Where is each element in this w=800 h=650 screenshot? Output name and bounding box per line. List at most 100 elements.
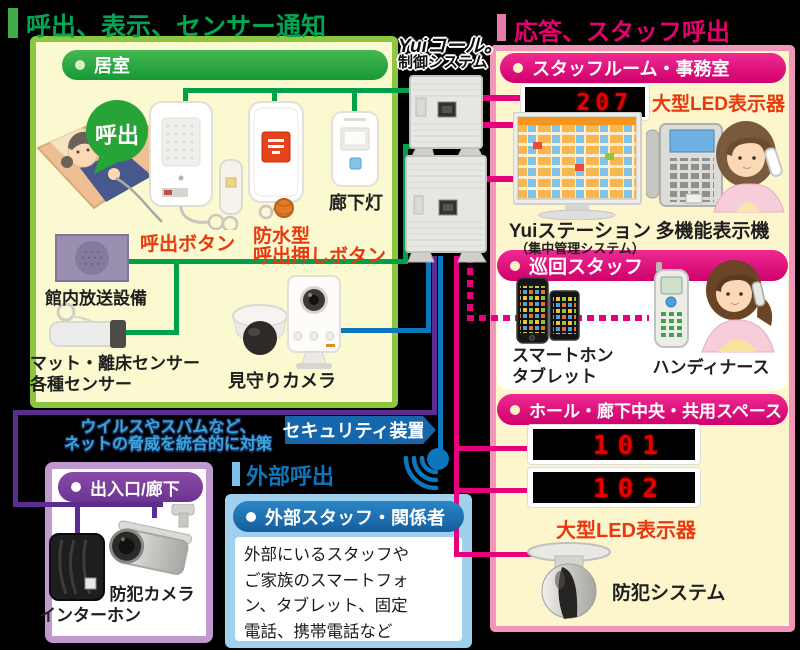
header-dot	[75, 60, 85, 70]
connector-corridorlight-drop	[352, 88, 357, 115]
header-dot	[510, 404, 520, 415]
bullet-camera-label: 防犯カメラ	[109, 585, 195, 604]
connector-hall-v	[454, 256, 459, 557]
dome-watch-camera-icon	[232, 304, 288, 355]
connector-bulletcam-drop	[152, 502, 157, 518]
mat-sensor-label-1: マット・離床センサー	[30, 354, 200, 373]
connector-waterproof-drop	[272, 88, 277, 112]
security-device-tag: セキュリティ装置	[282, 416, 436, 444]
mat-sensor-icon	[49, 302, 126, 348]
connector-led101-h	[454, 446, 528, 451]
external-description: 外部にいるスタッフや ご家族のスマートフォ ン、タブレット、固定 電話、携帯電話…	[244, 543, 456, 645]
external-description-line: ご家族のスマートフォ	[244, 571, 409, 590]
call-button-label: 呼出ボタン	[140, 234, 236, 255]
corridor-light-icon	[331, 111, 379, 187]
broadcast-speaker-icon	[55, 234, 129, 282]
mat-sensor-label-2: 各種センサー	[30, 375, 132, 394]
security-note-line2: ネットの脅威を統合的に対策	[63, 436, 272, 453]
led-101-value: 101	[593, 431, 667, 460]
external-staff-header: 外部スタッフ・関係者	[233, 501, 464, 532]
ptz-security-camera-icon	[527, 542, 611, 619]
call-bubble-label: 呼出	[94, 123, 139, 148]
left-title: 呼出、表示、センサー通知	[26, 13, 327, 41]
connector-entrance-h2	[13, 502, 163, 507]
header-dot	[510, 260, 520, 271]
hall-led-label: 大型LED表示器	[556, 520, 696, 542]
connector-call-bus	[183, 88, 413, 93]
connector-patrol-v-dashed	[467, 256, 473, 320]
yuicall-logo-line1: Yuiコール。	[398, 36, 503, 57]
external-text-box	[235, 537, 462, 641]
right-title-bar	[497, 14, 506, 41]
handy-nurse-label: ハンディナース	[652, 358, 770, 377]
control-unit-top-icon	[409, 75, 483, 157]
security-system-label: 防犯システム	[612, 583, 726, 604]
living-room-header-label: 居室	[94, 56, 130, 76]
wifi-icon	[403, 456, 439, 491]
external-title-bar	[232, 462, 240, 486]
security-device-node	[427, 448, 449, 470]
smartphone-icon	[516, 277, 549, 344]
connector-station-h2	[486, 176, 520, 182]
connector-ptz-h	[454, 552, 534, 557]
connector-led207-h	[482, 95, 524, 101]
intercom-label: インターホン	[39, 606, 141, 625]
smartphone-label-2: タブレット	[512, 367, 597, 386]
tablet-icon	[549, 290, 580, 341]
waterproof-label-1: 防水型	[253, 226, 311, 247]
connector-entrance-v2	[13, 410, 18, 507]
connector-entrance-v1	[432, 256, 437, 414]
smartphone-label-1: スマートホン	[512, 346, 614, 365]
staff-led-label: 大型LED表示器	[652, 94, 786, 115]
watch-camera-label: 見守りカメラ	[228, 371, 336, 391]
connector-matsensor-v	[174, 259, 179, 335]
waterproof-button-icon	[248, 101, 304, 220]
corridor-light-label: 廊下灯	[329, 193, 383, 213]
waterproof-label-2: 呼出押しボタン	[253, 246, 387, 267]
staff-room-header: スタッフルーム・事務室	[500, 53, 786, 83]
handy-nurse-phone-icon	[654, 262, 689, 348]
hall-header-label: ホール・廊下中央・共用スペース	[529, 402, 782, 421]
external-description-line: ン、タブレット、固定	[244, 597, 408, 615]
left-title-bar	[8, 8, 18, 38]
external-description-line: 電話、携帯電話など	[244, 622, 393, 641]
connector-station-h1	[482, 122, 520, 128]
connector-sensor-h	[127, 259, 408, 264]
led-102-value: 102	[593, 474, 667, 503]
header-dot	[246, 511, 256, 522]
multifunction-phone-icon	[646, 123, 723, 207]
control-unit-bottom-icon	[405, 155, 487, 263]
connector-entrance-h1	[13, 410, 437, 415]
header-dot	[513, 63, 523, 73]
connector-camera-v	[426, 256, 431, 333]
connector-camera-h	[337, 328, 431, 333]
entrance-header-label: 出入口/廊下	[90, 479, 180, 499]
security-device-label: セキュリティ装置	[282, 421, 426, 441]
staff-room-header-label: スタッフルーム・事務室	[532, 59, 730, 79]
connector-matsensor-h	[121, 330, 179, 335]
header-dot	[71, 482, 81, 492]
entrance-header: 出入口/廊下	[58, 472, 203, 502]
connector-intercom-drop	[75, 502, 80, 538]
led-display-102: 102	[527, 467, 701, 508]
patrol-header-label: 巡回スタッフ	[529, 257, 644, 278]
right-title: 応答、スタッフ呼出	[514, 19, 730, 46]
connector-sensor-into-box	[403, 144, 413, 149]
intercom-icon	[49, 533, 105, 601]
connector-security-v	[438, 256, 443, 450]
living-room-header: 居室	[62, 50, 388, 80]
bullet-security-camera-icon	[109, 504, 195, 575]
hall-header: ホール・廊下中央・共用スペース	[497, 394, 788, 425]
connector-led102-h	[454, 488, 528, 493]
patrol-nurse-woman-illustration	[701, 260, 775, 353]
yui-station-label-2: （集中管理システム）	[515, 241, 645, 256]
yui-station-monitor-icon	[513, 112, 642, 220]
multifunction-phone-label: 多機能表示機	[655, 221, 770, 242]
security-note-line1: ウイルスやスパムなど、	[80, 419, 256, 436]
connector-callbtn-drop	[183, 88, 188, 104]
led-display-101: 101	[527, 424, 701, 465]
office-staff-woman-illustration	[713, 121, 785, 213]
call-button-device-icon	[149, 101, 243, 230]
external-description-line: 外部にいるスタッフや	[244, 546, 409, 564]
